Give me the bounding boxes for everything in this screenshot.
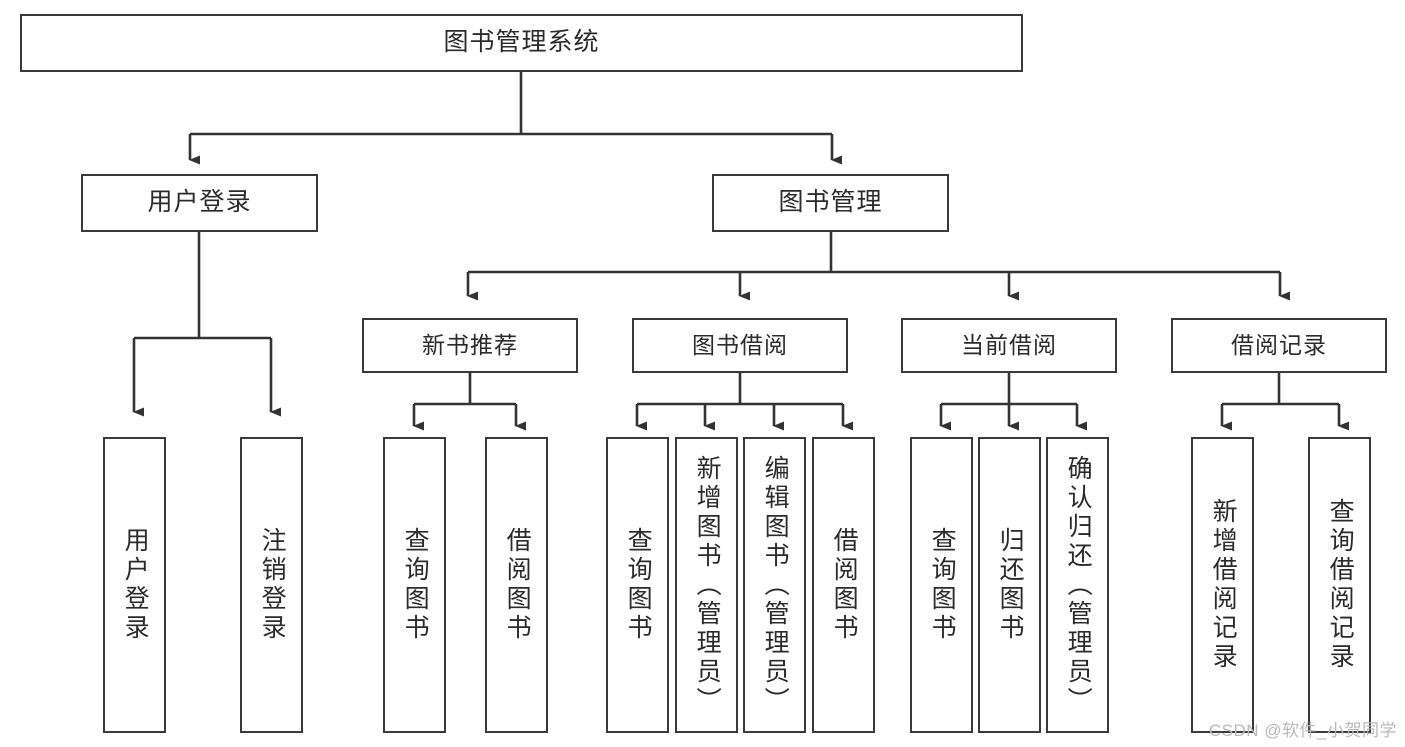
node-new-book-recommend[interactable]: 新书推荐 — [362, 318, 578, 373]
node-label: 借阅图书 — [830, 527, 859, 643]
node-book-borrow[interactable]: 图书借阅 — [632, 318, 848, 373]
leaf-add-borrow-record[interactable]: 新增借阅记录 — [1191, 437, 1254, 733]
node-borrow-record[interactable]: 借阅记录 — [1171, 318, 1387, 373]
node-label: 编辑图书（管理员） — [761, 454, 790, 716]
node-label: 归还图书 — [996, 527, 1025, 643]
node-book-management[interactable]: 图书管理 — [712, 174, 949, 232]
node-label: 查询借阅记录 — [1326, 498, 1355, 672]
node-label: 借阅记录 — [1231, 331, 1327, 358]
csdn-watermark: CSDN @软件_小贺同学 — [1208, 721, 1397, 740]
node-label: 用户登录 — [121, 527, 150, 643]
node-user-login[interactable]: 用户登录 — [81, 174, 318, 232]
node-label: 查询图书 — [401, 527, 430, 643]
node-label: 查询图书 — [928, 527, 957, 643]
node-label: 新增借阅记录 — [1209, 498, 1238, 672]
node-label: 注销登录 — [258, 527, 287, 643]
leaf-query-borrow-record[interactable]: 查询借阅记录 — [1308, 437, 1371, 733]
node-label: 借阅图书 — [503, 527, 532, 643]
node-current-borrow[interactable]: 当前借阅 — [901, 318, 1117, 373]
leaf-confirm-return-admin[interactable]: 确认归还（管理员） — [1046, 437, 1109, 733]
node-label: 用户登录 — [147, 188, 252, 217]
node-root-system[interactable]: 图书管理系统 — [20, 14, 1023, 72]
node-label: 新增图书（管理员） — [693, 454, 722, 716]
node-label: 图书管理 — [778, 188, 883, 217]
leaf-edit-book-admin[interactable]: 编辑图书（管理员） — [743, 437, 806, 733]
leaf-borrow-book-recommend[interactable]: 借阅图书 — [485, 437, 548, 733]
node-label: 图书借阅 — [692, 331, 788, 358]
leaf-logout[interactable]: 注销登录 — [240, 437, 303, 733]
leaf-query-book-recommend[interactable]: 查询图书 — [383, 437, 446, 733]
node-label: 新书推荐 — [422, 331, 518, 358]
node-label: 图书管理系统 — [443, 28, 600, 57]
node-label: 当前借阅 — [961, 331, 1057, 358]
leaf-borrow-book[interactable]: 借阅图书 — [812, 437, 875, 733]
leaf-query-book-current[interactable]: 查询图书 — [910, 437, 973, 733]
leaf-user-login[interactable]: 用户登录 — [103, 437, 166, 733]
leaf-query-book-borrow[interactable]: 查询图书 — [606, 437, 669, 733]
node-label: 查询图书 — [624, 527, 653, 643]
node-label: 确认归还（管理员） — [1064, 454, 1093, 716]
leaf-add-book-admin[interactable]: 新增图书（管理员） — [675, 437, 738, 733]
leaf-return-book[interactable]: 归还图书 — [978, 437, 1041, 733]
